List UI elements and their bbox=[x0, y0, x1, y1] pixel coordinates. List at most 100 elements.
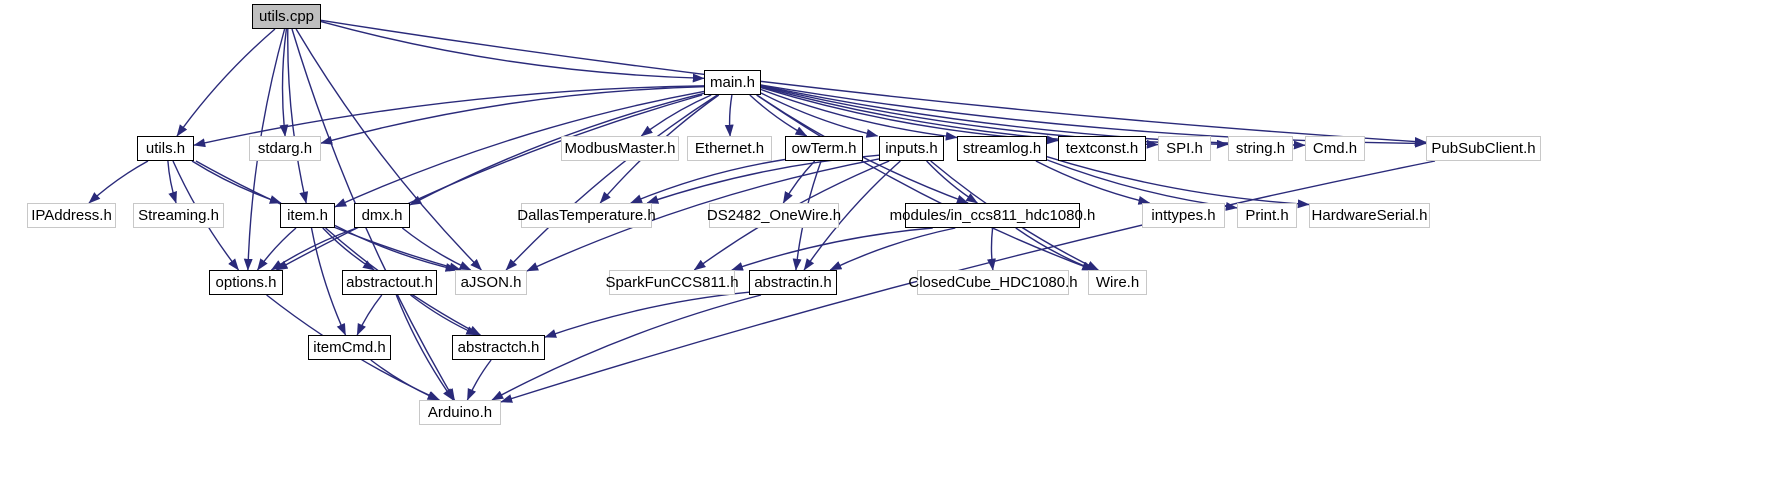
graph-node-item-h[interactable]: item.h bbox=[280, 203, 335, 228]
graph-edge-utils-h-to-ipaddress-h bbox=[88, 160, 149, 204]
graph-node-label: PubSubClient.h bbox=[1431, 140, 1536, 157]
graph-node-textconst-h[interactable]: textconst.h bbox=[1058, 136, 1146, 161]
graph-edge-main-h-to-stdarg-h bbox=[320, 86, 705, 145]
graph-node-label: HardwareSerial.h bbox=[1311, 207, 1428, 224]
graph-node-label: Print.h bbox=[1245, 207, 1289, 224]
graph-node-stdarg-h[interactable]: stdarg.h bbox=[249, 136, 321, 161]
graph-node-cmd-h[interactable]: Cmd.h bbox=[1305, 136, 1365, 161]
graph-node-label: utils.cpp bbox=[258, 8, 315, 25]
graph-node-label: string.h bbox=[1235, 140, 1286, 157]
graph-node-sparkfun-h[interactable]: SparkFunCCS811.h bbox=[605, 270, 739, 295]
graph-node-itemcmd-h[interactable]: itemCmd.h bbox=[308, 335, 391, 360]
graph-edge-main-h-to-ethernet-h bbox=[724, 94, 734, 137]
graph-node-ajson-h[interactable]: aJSON.h bbox=[455, 270, 527, 295]
graph-edge-main-h-to-utils-h bbox=[193, 85, 705, 148]
graph-node-label: SparkFunCCS811.h bbox=[605, 274, 739, 291]
graph-node-label: DS2482_OneWire.h bbox=[706, 207, 842, 224]
graph-edge-utils-h-to-streaming-h bbox=[167, 160, 177, 204]
graph-node-label: streamlog.h bbox=[962, 140, 1042, 157]
graph-edge-owterm-h-to-dallas-h bbox=[630, 158, 786, 204]
graph-node-streamlog-h[interactable]: streamlog.h bbox=[957, 136, 1047, 161]
graph-node-pubsub-h[interactable]: PubSubClient.h bbox=[1426, 136, 1541, 161]
graph-node-label: ClosedCube_HDC1080.h bbox=[908, 274, 1078, 291]
graph-node-label: ModbusMaster.h bbox=[564, 140, 676, 157]
graph-edge-abstractin-h-to-arduino-h bbox=[491, 294, 762, 401]
graph-edge-inputs-h-to-abstractin-h bbox=[803, 160, 901, 271]
graph-node-modules-h[interactable]: modules/in_ccs811_hdc1080.h bbox=[890, 203, 1095, 228]
graph-edge-utils-cpp-to-ajson-h bbox=[295, 28, 482, 271]
graph-node-abstractin-h[interactable]: abstractin.h bbox=[749, 270, 837, 295]
graph-node-main-h[interactable]: main.h bbox=[704, 70, 761, 95]
graph-node-wire-h[interactable]: Wire.h bbox=[1088, 270, 1147, 295]
graph-node-closedcube-h[interactable]: ClosedCube_HDC1080.h bbox=[908, 270, 1078, 295]
graph-node-utils-h[interactable]: utils.h bbox=[137, 136, 194, 161]
graph-node-label: SPI.h bbox=[1166, 140, 1203, 157]
graph-edge-dmx-h-to-ajson-h bbox=[401, 227, 472, 271]
graph-node-ipaddress-h[interactable]: IPAddress.h bbox=[27, 203, 116, 228]
graph-edge-abstractout-h-to-abstractch-h bbox=[410, 294, 479, 336]
graph-node-streaming-h[interactable]: Streaming.h bbox=[133, 203, 224, 228]
graph-edge-dmx-h-to-options-h bbox=[270, 227, 357, 271]
graph-edge-pubsub-h-to-arduino-h bbox=[500, 160, 1436, 403]
graph-node-label: main.h bbox=[709, 74, 756, 91]
graph-node-spi-h[interactable]: SPI.h bbox=[1158, 136, 1211, 161]
graph-edge-inputs-h-to-dallas-h bbox=[646, 154, 880, 204]
graph-node-string-h[interactable]: string.h bbox=[1228, 136, 1293, 161]
graph-edge-abstractout-h-to-itemcmd-h bbox=[356, 294, 383, 336]
graph-node-abstractout-h[interactable]: abstractout.h bbox=[342, 270, 437, 295]
graph-edge-inputs-h-to-modules-h bbox=[926, 160, 978, 204]
graph-edge-main-h-to-inputs-h bbox=[760, 92, 879, 138]
graph-node-label: item.h bbox=[287, 207, 328, 224]
graph-node-label: Wire.h bbox=[1095, 274, 1140, 291]
graph-node-utils-cpp[interactable]: utils.cpp bbox=[252, 4, 321, 29]
graph-node-label: modules/in_ccs811_hdc1080.h bbox=[889, 207, 1096, 224]
graph-edge-main-h-to-owterm-h bbox=[749, 94, 808, 137]
graph-edge-modules-h-to-wire-h bbox=[1015, 227, 1095, 271]
graph-node-label: abstractin.h bbox=[754, 274, 832, 291]
graph-node-print-h[interactable]: Print.h bbox=[1237, 203, 1297, 228]
graph-node-inttypes-h[interactable]: inttypes.h bbox=[1142, 203, 1225, 228]
graph-node-ethernet-h[interactable]: Ethernet.h bbox=[687, 136, 772, 161]
graph-node-label: IPAddress.h bbox=[31, 207, 112, 224]
graph-node-owterm-h[interactable]: owTerm.h bbox=[785, 136, 863, 161]
graph-edge-inputs-h-to-ajson-h bbox=[526, 158, 880, 272]
graph-node-abstractch-h[interactable]: abstractch.h bbox=[452, 335, 545, 360]
graph-node-label: textconst.h bbox=[1065, 140, 1139, 157]
graph-edge-itemcmd-h-to-arduino-h bbox=[370, 359, 440, 401]
graph-node-modbus-h[interactable]: ModbusMaster.h bbox=[561, 136, 679, 161]
graph-edge-utils-cpp-to-utils-h bbox=[176, 28, 276, 137]
graph-edge-main-h-to-streamlog-h bbox=[760, 88, 958, 141]
graph-edge-item-h-to-options-h bbox=[256, 227, 297, 271]
graph-node-label: inttypes.h bbox=[1151, 207, 1216, 224]
graph-edge-utils-cpp-to-main-h bbox=[320, 20, 705, 83]
graph-node-hwserial-h[interactable]: HardwareSerial.h bbox=[1309, 203, 1430, 228]
graph-edge-utils-cpp-to-stdarg-h bbox=[279, 28, 289, 137]
graph-edge-modules-h-to-closedcube-h bbox=[987, 227, 996, 271]
graph-edge-abstractin-h-to-abstractch-h bbox=[544, 291, 750, 338]
graph-edge-utils-cpp-to-item-h bbox=[287, 28, 309, 204]
graph-edge-main-h-to-wire-h bbox=[756, 94, 1095, 271]
graph-node-dmx-h[interactable]: dmx.h bbox=[354, 203, 410, 228]
graph-edge-item-h-to-itemcmd-h bbox=[310, 227, 347, 336]
graph-node-inputs-h[interactable]: inputs.h bbox=[879, 136, 944, 161]
graph-node-label: DallasTemperature.h bbox=[517, 207, 656, 224]
graph-edge-item-h-to-abstractout-h bbox=[322, 227, 375, 271]
graph-node-label: Ethernet.h bbox=[694, 140, 765, 157]
graph-edge-main-h-to-ajson-h bbox=[505, 94, 718, 271]
graph-node-label: Arduino.h bbox=[427, 404, 493, 421]
graph-node-label: itemCmd.h bbox=[313, 339, 386, 356]
graph-edge-owterm-h-to-ds2482-h bbox=[782, 160, 816, 204]
graph-edge-abstractout-h-to-arduino-h bbox=[395, 294, 454, 401]
graph-node-arduino-h[interactable]: Arduino.h bbox=[419, 400, 501, 425]
graph-node-label: Cmd.h bbox=[1312, 140, 1358, 157]
graph-node-ds2482-h[interactable]: DS2482_OneWire.h bbox=[706, 203, 842, 228]
graph-node-label: stdarg.h bbox=[257, 140, 313, 157]
graph-node-options-h[interactable]: options.h bbox=[209, 270, 283, 295]
graph-edge-abstractch-h-to-arduino-h bbox=[466, 359, 492, 401]
graph-edge-streamlog-h-to-hwserial-h bbox=[1046, 156, 1310, 209]
graph-edge-main-h-to-modbus-h bbox=[640, 94, 712, 137]
graph-node-label: Streaming.h bbox=[138, 207, 219, 224]
graph-node-dallas-h[interactable]: DallasTemperature.h bbox=[517, 203, 656, 228]
